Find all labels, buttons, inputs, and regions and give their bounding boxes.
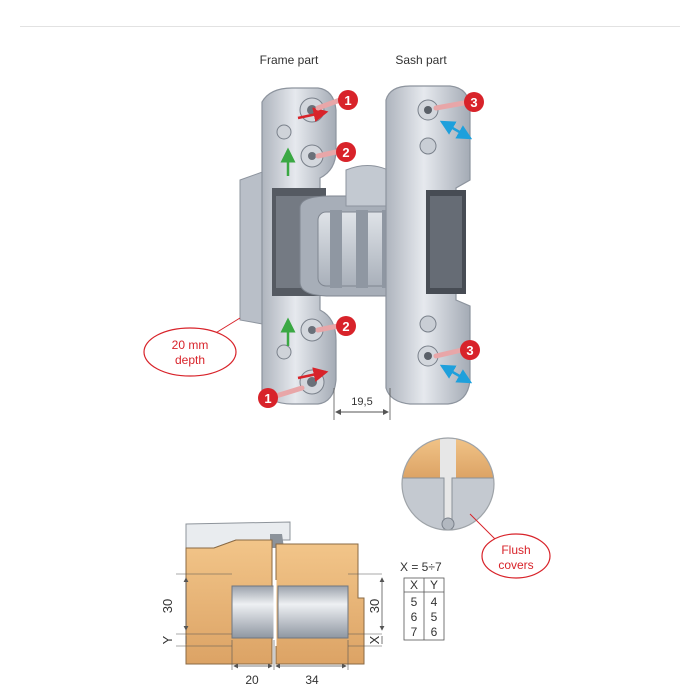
marker-3-bottom-number: 3	[466, 343, 473, 358]
installation-cross-section: 30 Y 30 X 20 34	[160, 521, 385, 687]
marker-1-top-number: 1	[344, 93, 351, 108]
gap-dimension: 19,5	[333, 388, 391, 420]
marker-leaders	[273, 97, 467, 399]
flush-callout-line1: Flush	[501, 543, 530, 557]
depth-callout-line1: 20 mm	[172, 338, 209, 352]
xy-header-x: X	[410, 578, 418, 592]
marker-2-bottom: 2	[336, 316, 356, 336]
top-divider	[20, 26, 680, 27]
xy-table: X = 5÷7 X Y 5 4 6 5 7 6	[400, 560, 445, 641]
hinge-illustration	[239, 85, 473, 405]
xy-row2-y: 5	[431, 610, 438, 624]
right-offset-label: X	[367, 635, 382, 644]
marker-3-bottom: 3	[460, 340, 480, 360]
marker-1-top: 1	[338, 90, 358, 110]
xy-formula: X = 5÷7	[400, 560, 442, 574]
xy-row1-y: 4	[431, 595, 438, 609]
xy-row2-x: 6	[411, 610, 418, 624]
xy-row3-y: 6	[431, 625, 438, 639]
sash-width-label: 34	[305, 673, 319, 687]
marker-2-bottom-number: 2	[342, 319, 349, 334]
marker-1-bottom-number: 1	[264, 391, 271, 406]
frame-part-heading: Frame part	[260, 53, 319, 67]
xy-header-y: Y	[430, 578, 438, 592]
marker-3-top: 3	[464, 92, 484, 112]
marker-2-top: 2	[336, 142, 356, 162]
left-height-label: 30	[160, 599, 175, 613]
depth-callout-line2: depth	[175, 353, 205, 367]
xy-row3-x: 7	[411, 625, 418, 639]
left-offset-label: Y	[160, 635, 175, 644]
marker-3-top-number: 3	[470, 95, 477, 110]
flush-covers-detail: Flush covers	[401, 437, 551, 579]
flush-callout-line2: covers	[498, 558, 533, 572]
xy-row1-x: 5	[411, 595, 418, 609]
marker-2-top-number: 2	[342, 145, 349, 160]
marker-1-bottom: 1	[258, 388, 278, 408]
depth-callout: 20 mm depth	[143, 317, 241, 377]
sash-part-heading: Sash part	[395, 53, 447, 67]
gap-dimension-value: 19,5	[351, 396, 372, 408]
frame-width-label: 20	[245, 673, 259, 687]
right-height-label: 30	[367, 599, 382, 613]
